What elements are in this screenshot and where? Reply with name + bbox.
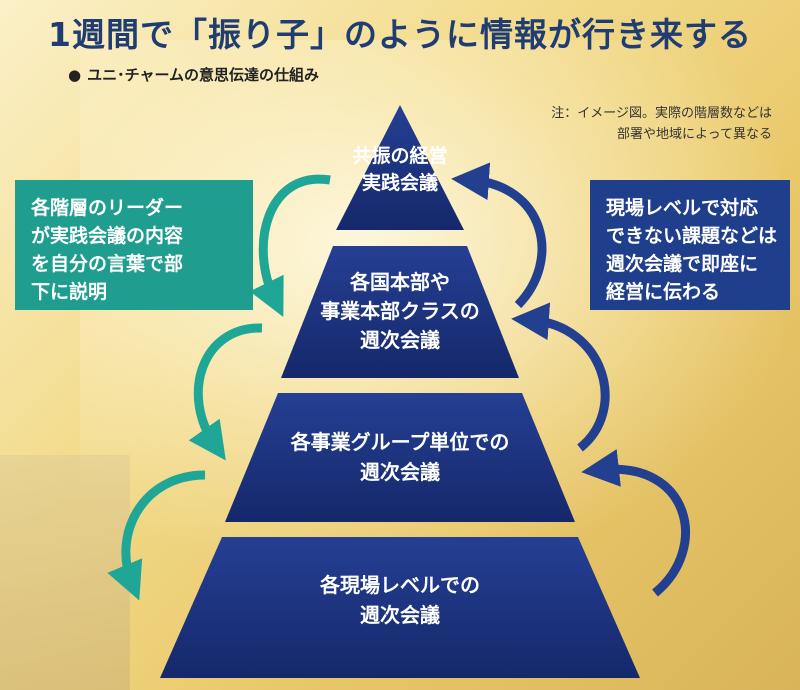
- page-title: 1週間で「振り子」のように情報が行き来する: [48, 15, 752, 54]
- right-box-line-1: 現場レベルで対応: [606, 197, 759, 219]
- tier-3-line-2: 週次会議: [360, 460, 440, 484]
- subtitle-text: ユニ･チャームの意思伝達の仕組み: [87, 66, 319, 84]
- pyramid-tier-3: [225, 393, 575, 522]
- pyramid-tier-4: [160, 537, 640, 678]
- subtitle: ● ユニ･チャームの意思伝達の仕組み: [68, 64, 319, 85]
- right-box-line-3: 週次会議で即座に: [606, 253, 759, 275]
- tier-3-label: 各事業グループ単位での 週次会議: [250, 427, 550, 487]
- tier-4-line-1: 各現場レベルでの: [320, 573, 480, 597]
- right-arrow-3: [451, 162, 547, 309]
- right-box-line-4: 経営に伝わる: [606, 281, 721, 303]
- left-box-line-2: が実践会議の内容: [31, 225, 184, 247]
- right-arrow-1: [581, 449, 690, 597]
- tier-3-line-1: 各事業グループ単位での: [290, 430, 510, 454]
- left-arrow-3: [107, 470, 206, 601]
- left-arrow-1: [249, 174, 331, 317]
- tier-1-line-1: 共振の経営: [352, 145, 448, 167]
- tier-2-line-3: 週次会議: [360, 328, 440, 352]
- tier-4-line-2: 週次会議: [360, 603, 440, 627]
- pyramid-tier-1: [336, 105, 464, 230]
- note-line-1: 注：イメージ図。実際の階層数などは: [551, 106, 772, 121]
- left-box-line-1: 各階層のリーダー: [31, 197, 184, 219]
- right-arrow-2: [511, 302, 610, 452]
- left-explanation-box: 各階層のリーダー が実践会議の内容 を自分の言葉で部 下に説明: [15, 180, 253, 310]
- pyramid-tier-2: [281, 246, 519, 378]
- tier-2-line-1: 各国本部や: [350, 270, 450, 294]
- left-box-line-3: を自分の言葉で部: [31, 253, 184, 275]
- right-box-line-2: できない課題などは: [606, 225, 778, 247]
- bullet-icon: ●: [68, 66, 82, 84]
- right-explanation-box: 現場レベルで対応 できない課題などは 週次会議で即座に 経営に伝わる: [590, 180, 790, 310]
- note: 注：イメージ図。実際の階層数などは 部署や地域によって異なる: [551, 103, 772, 145]
- tier-1-label: 共振の経営 実践会議: [320, 143, 480, 197]
- left-box-line-4: 下に説明: [31, 281, 108, 303]
- note-line-2: 部署や地域によって異なる: [617, 127, 772, 142]
- tier-1-line-2: 実践会議: [361, 172, 438, 194]
- left-arrow-2: [188, 323, 263, 461]
- tier-4-label: 各現場レベルでの 週次会議: [260, 570, 540, 630]
- tier-2-label: 各国本部や 事業本部クラスの 週次会議: [280, 268, 520, 355]
- tier-2-line-2: 事業本部クラスの: [320, 299, 480, 323]
